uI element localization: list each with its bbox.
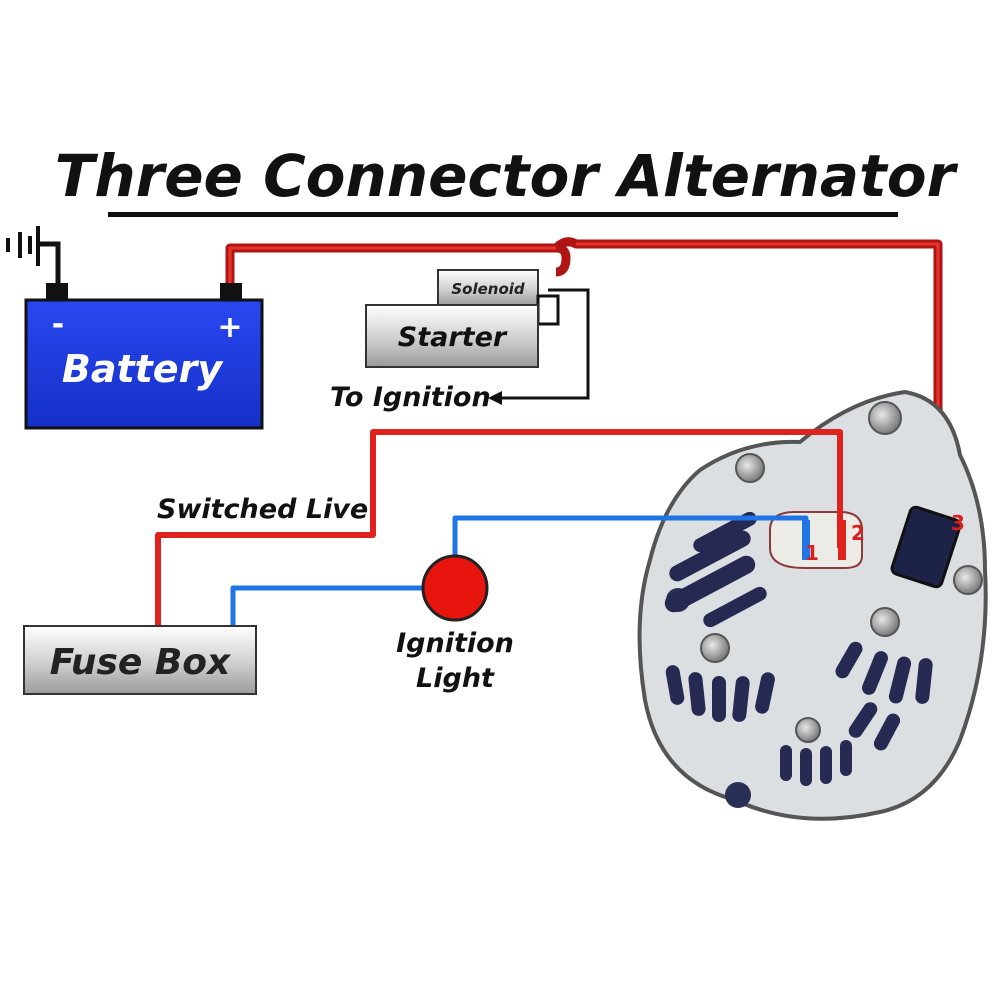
battery-body [24,298,264,430]
alternator-vents [664,511,933,786]
switched-live-wire [155,429,843,628]
ignition-lamp-icon [421,554,489,622]
alternator-bolt [870,607,900,637]
title-underline [108,212,898,217]
diagram-title: Three Connector Alternator [55,142,959,217]
battery-positive-label: + [217,310,242,345]
fuse-box: Fuse Box [23,625,257,695]
battery-label: Battery [62,347,224,391]
alternator-bolt [953,565,983,595]
solenoid-label: Solenoid [451,280,525,298]
battery-negative-post [46,283,68,303]
battery-positive-post [220,283,242,303]
title-text: Three Connector Alternator [55,142,959,210]
starter-label: Starter [398,322,508,353]
alternator-bolt [700,633,730,663]
battery-negative-label: - [52,307,64,342]
alternator: 1 2 3 [637,389,988,821]
solenoid-box [437,269,539,307]
solenoid-to-ignition-wire [500,288,590,400]
battery: - + Battery [24,283,264,430]
alternator-bolt [868,401,902,435]
alternator-bolt [735,453,765,483]
ignition-light-label-line2: Light [416,663,495,694]
fuse-box-body [23,625,257,695]
plug-pin-1 [802,520,810,560]
ground-symbol [6,226,61,290]
pin-3-label: 3 [951,511,965,535]
fuse-box-label: Fuse Box [50,642,232,683]
fuse-to-lamp-wire [230,585,430,628]
alternator-body [637,389,988,821]
pin-2-label: 2 [851,521,865,545]
lamp-to-alternator-wire [452,515,809,560]
alternator-hole [725,782,751,808]
to-ignition-arrow-icon [488,391,502,405]
starter-box [365,304,539,368]
pin-1-label: 1 [805,541,819,565]
ignition-light-label-line1: Ignition [396,628,514,659]
solenoid-terminal [536,294,560,326]
alternator-b-plus-terminal [890,505,962,589]
to-ignition-label: To Ignition [330,382,491,413]
alternator-bolt [795,717,821,743]
switched-live-label: Switched Live [157,494,368,525]
starter-assembly: Solenoid Starter To Ignition [330,269,590,413]
ignition-light: Ignition Light [396,554,514,694]
